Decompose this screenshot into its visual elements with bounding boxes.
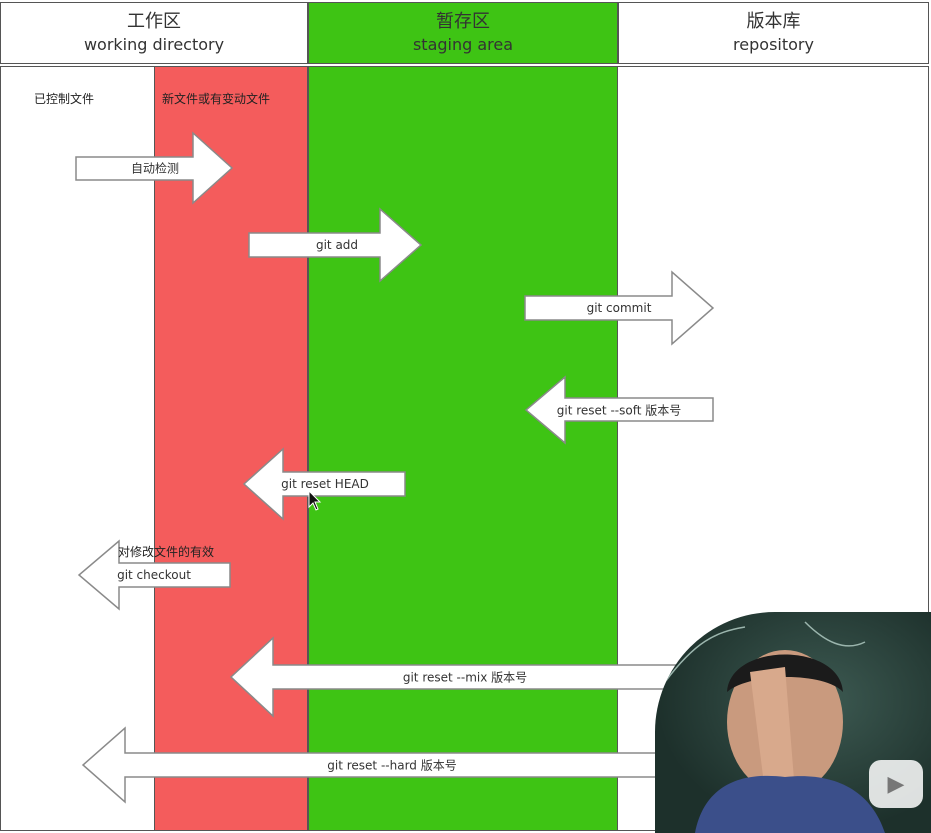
checkout-note: 对修改文件的有效 (118, 545, 215, 559)
header-repository-zh: 版本库 (746, 11, 801, 32)
label-git-add: git add (315, 238, 359, 252)
arrow-auto-detect (75, 131, 234, 205)
label-reset-soft: git reset --soft 版本号 (556, 403, 682, 418)
header-staging-area: 暂存区 staging area (308, 2, 618, 64)
lane-staging (308, 66, 618, 831)
arrow-git-add (248, 207, 423, 283)
arrow-reset-soft (524, 375, 714, 445)
header-staging-en: staging area (412, 35, 514, 54)
new-files-label: 新文件或有变动文件 (162, 92, 271, 106)
label-reset-hard: git reset --hard 版本号 (327, 758, 457, 773)
header-staging-zh: 暂存区 (436, 11, 490, 32)
header-repository: 版本库 repository (618, 2, 929, 64)
header-working-en: working directory (83, 35, 225, 54)
lane-new-changed-files (154, 66, 308, 831)
play-icon[interactable]: ▶ (869, 760, 923, 808)
header-working-directory: 工作区 working directory (0, 2, 308, 64)
arrow-reset-head (242, 447, 406, 521)
arrow-git-commit (524, 270, 715, 346)
tracked-files-label: 已控制文件 (34, 92, 95, 106)
header-working-zh: 工作区 (127, 11, 181, 32)
label-checkout: git checkout (117, 568, 191, 582)
label-git-commit: git commit (586, 301, 652, 315)
header-repository-en: repository (733, 35, 814, 54)
label-reset-head: git reset HEAD (281, 477, 369, 491)
cursor-icon (308, 490, 322, 511)
presenter-silhouette (664, 621, 885, 833)
lane-tracked-files (0, 66, 154, 831)
arrow-reset-mix (229, 636, 701, 718)
label-auto-detect: 自动检测 (130, 161, 180, 176)
label-reset-mix: git reset --mix 版本号 (402, 670, 528, 685)
arrow-checkout (77, 539, 231, 611)
arrow-reset-hard (81, 726, 701, 804)
